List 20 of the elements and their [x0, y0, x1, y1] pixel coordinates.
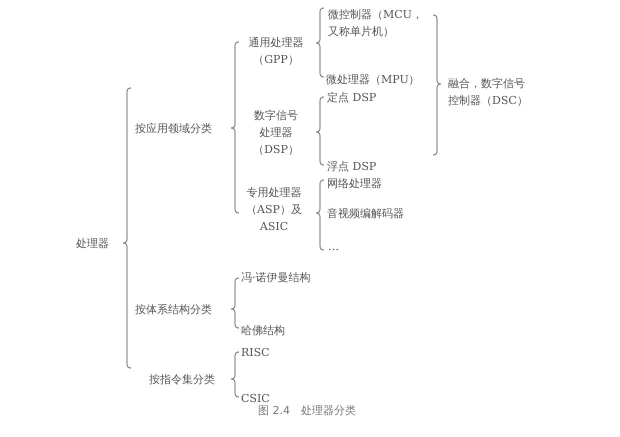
branch-label: 融合，数字信号控制器（DSC）: [448, 76, 529, 109]
branch-label: 哈佛结构: [241, 323, 286, 339]
branch-label: RISC: [241, 345, 271, 361]
branch-label: 冯·诺伊曼结构: [241, 270, 312, 286]
category-label: 按应用领域分类: [135, 121, 213, 137]
branch-label: 网络处理器: [327, 176, 383, 192]
branch-label: …: [328, 239, 340, 255]
branch-label: 专用处理器（ASP）及ASIC: [245, 185, 303, 235]
branch-label: CSIC: [241, 391, 271, 406]
branch-label: 定点 DSP: [327, 90, 378, 106]
branch-label: 微控制器（MCU，又称单片机）: [328, 7, 424, 40]
category-label: 按体系结构分类: [135, 302, 213, 318]
branch-label: 通用处理器（GPP）: [248, 35, 304, 68]
category-label: 按指令集分类: [149, 372, 216, 388]
branch-label: 数字信号处理器（DSP）: [252, 108, 300, 158]
branch-label: 浮点 DSP: [327, 159, 378, 175]
branch-label: 音视频编解码器: [327, 206, 405, 222]
branch-label: 微处理器（MPU）: [326, 72, 421, 88]
figure-caption: 图 2.4 处理器分类: [258, 403, 357, 419]
root-label: 处理器: [76, 236, 110, 252]
